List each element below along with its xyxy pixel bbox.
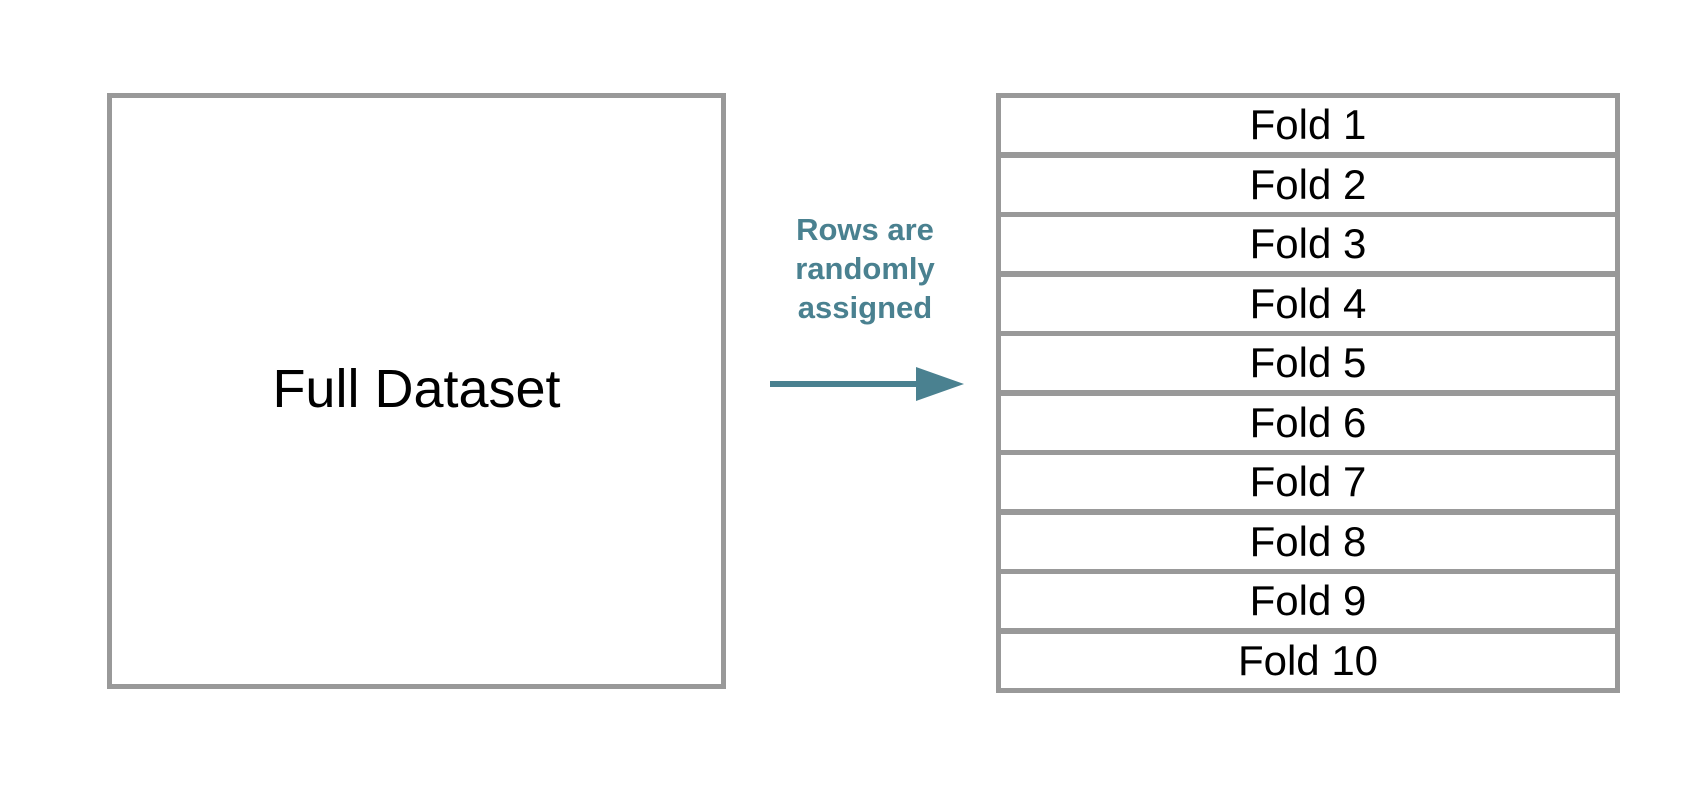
fold-label: Fold 8 — [1249, 518, 1367, 565]
caption-line-2: randomly — [795, 251, 935, 286]
fold-label: Fold 9 — [1249, 577, 1367, 624]
fold-label: Fold 10 — [1237, 637, 1379, 684]
caption-line-1: Rows are — [796, 212, 934, 247]
fold-row: Fold 1 — [996, 93, 1620, 157]
fold-label: Fold 2 — [1249, 161, 1367, 208]
assignment-caption: Rows are randomly assigned — [760, 210, 970, 327]
fold-label: Fold 4 — [1249, 280, 1367, 327]
folds-stack: Fold 1 Fold 2 Fold 3 Fold 4 Fold 5 Fold 6 Fold… — [996, 93, 1620, 693]
fold-row: Fold 6 — [996, 391, 1620, 455]
fold-row: Fold 10 — [996, 629, 1620, 693]
caption-line-3: assigned — [797, 290, 933, 325]
full-dataset-box: Full Dataset — [107, 93, 726, 689]
fold-label: Fold 1 — [1249, 101, 1367, 148]
fold-row: Fold 8 — [996, 510, 1620, 574]
fold-row: Fold 9 — [996, 569, 1620, 633]
fold-row: Fold 2 — [996, 153, 1620, 217]
fold-row: Fold 3 — [996, 212, 1620, 276]
fold-row: Fold 4 — [996, 272, 1620, 336]
fold-row: Fold 5 — [996, 331, 1620, 395]
fold-label: Fold 6 — [1249, 399, 1367, 446]
fold-label: Fold 5 — [1249, 339, 1367, 386]
full-dataset-label: Full Dataset — [272, 359, 561, 419]
fold-label: Fold 7 — [1249, 458, 1367, 505]
right-arrow-icon — [770, 367, 964, 401]
fold-label: Fold 3 — [1249, 220, 1367, 267]
fold-row: Fold 7 — [996, 450, 1620, 514]
